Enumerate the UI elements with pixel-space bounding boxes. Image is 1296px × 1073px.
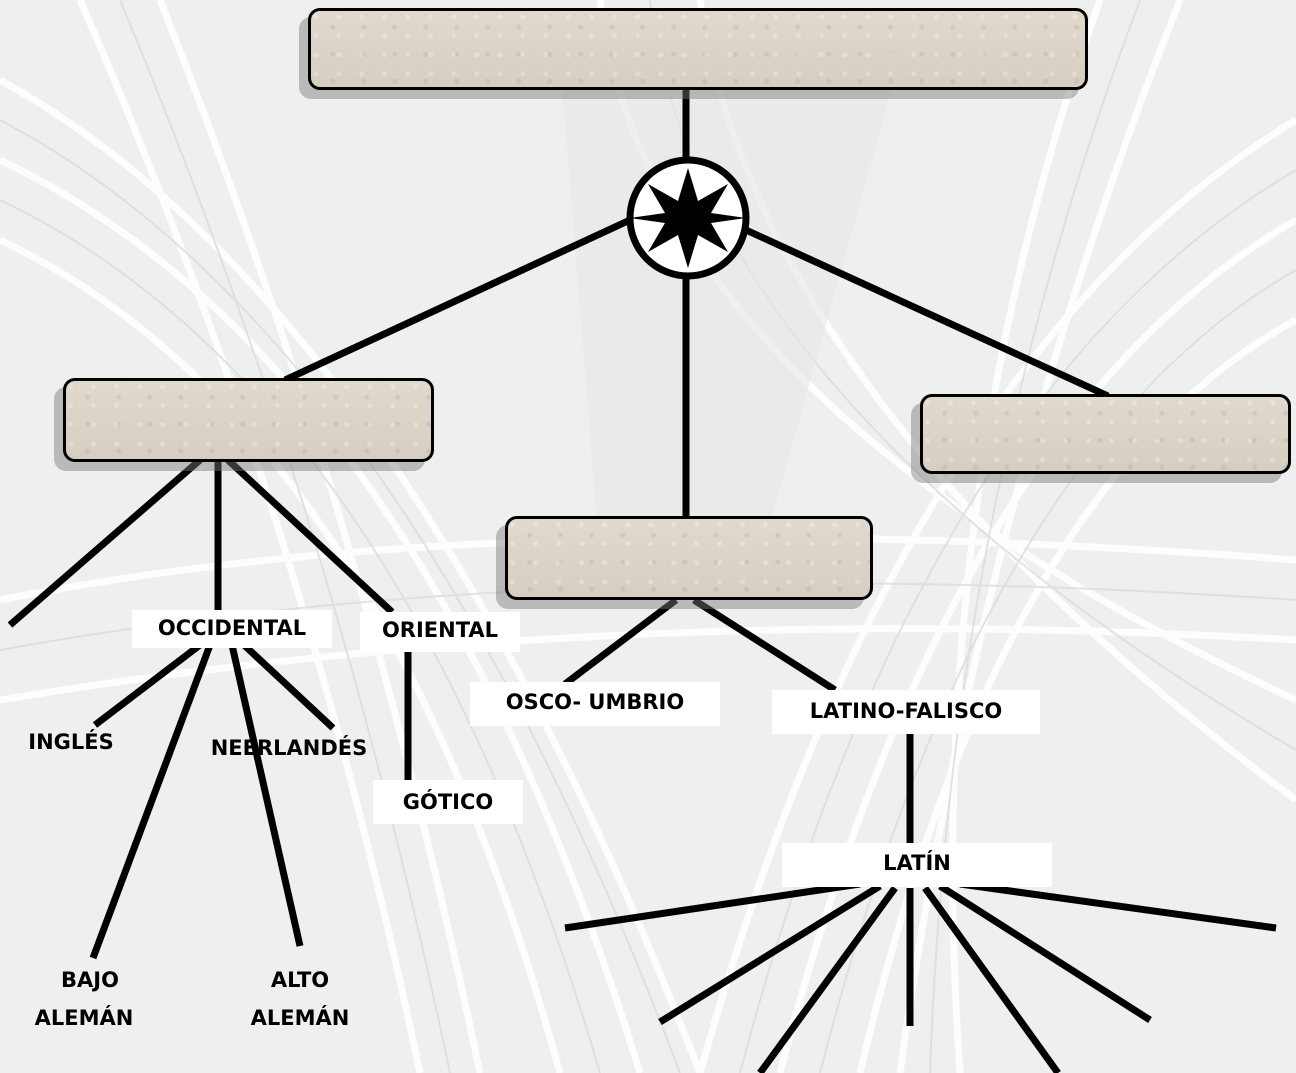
compass-star-icon (626, 156, 750, 280)
connector-occ-bajo (89, 643, 214, 960)
connector-hub-third (744, 226, 1110, 400)
germanic-node-box (63, 378, 434, 462)
connector-italic-latino (692, 597, 837, 693)
connector-latin-5 (922, 885, 1061, 1073)
latino-falisco-label: LATINO-FALISCO (772, 690, 1040, 734)
connector-hub-germanic (283, 216, 632, 384)
connector-germanic-oriental (225, 457, 395, 615)
alto-aleman-label-line1: ALTO (270, 968, 330, 992)
connector-occ-alto (228, 644, 304, 947)
connector-latin-7 (959, 880, 1277, 932)
alto-aleman-label-line2: ALEMÁN (250, 1006, 350, 1030)
occidental-label: OCCIDENTAL (132, 610, 332, 648)
connector-occ-ingles (92, 642, 203, 728)
oriental-label: ORIENTAL (360, 612, 520, 652)
italic-node-box (505, 516, 873, 600)
root-node-box (308, 8, 1088, 90)
connector-latin-6 (938, 883, 1152, 1023)
connector-latin-3 (757, 885, 898, 1073)
latin-label: LATÍN (782, 843, 1052, 887)
connector-latin-2 (658, 883, 882, 1025)
connector-latin-1 (564, 880, 861, 932)
connector-occ-neerlandes (241, 642, 336, 731)
bajo-aleman-label-line1: BAJO (61, 968, 119, 992)
osco-umbrio-label: OSCO- UMBRIO (470, 682, 720, 726)
neerlandes-label: NEERLANDÉS (210, 736, 368, 760)
third-branch-node-box (920, 394, 1291, 474)
connector-germanic-left (7, 457, 203, 628)
connector-italic-osco (562, 597, 679, 687)
bajo-aleman-label-line2: ALEMÁN (34, 1006, 134, 1030)
ingles-label: INGLÉS (28, 730, 114, 754)
gotico-label: GÓTICO (373, 780, 523, 824)
